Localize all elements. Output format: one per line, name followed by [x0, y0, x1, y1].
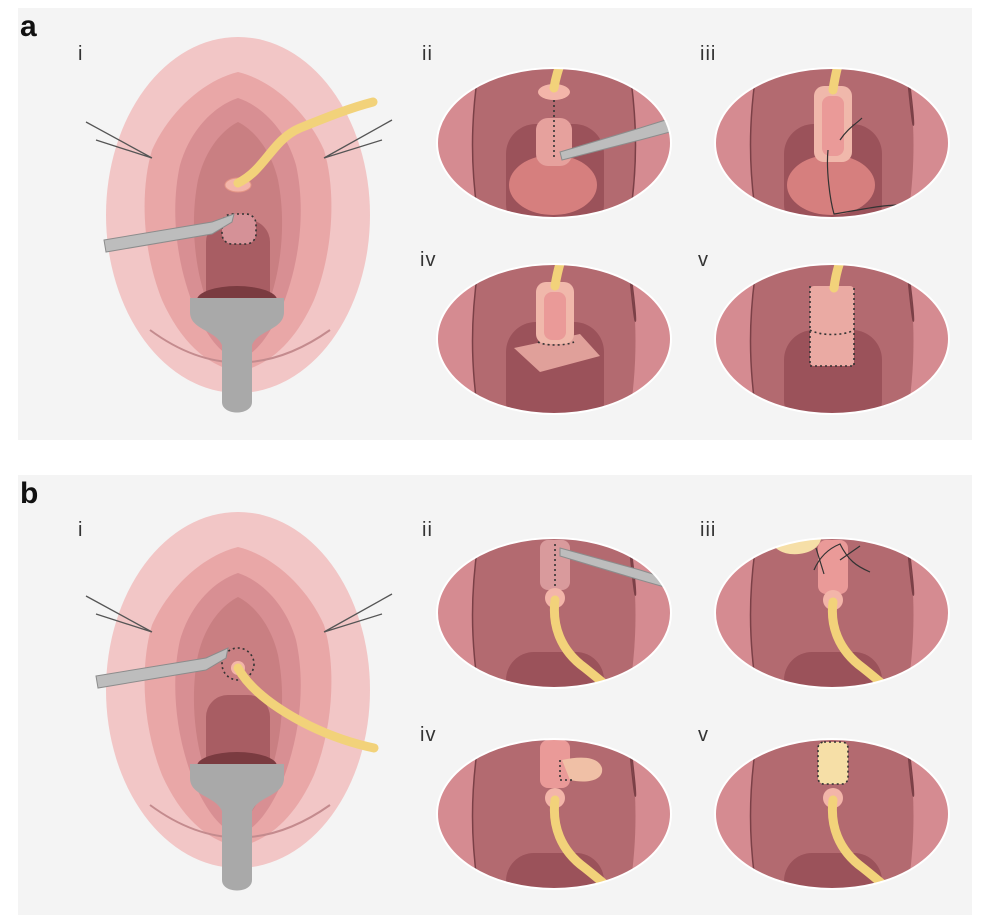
panel-b-letter: b	[20, 477, 38, 510]
panel-b-step-1-label: i	[78, 519, 83, 541]
panel-a-step-5-label: v	[698, 249, 709, 271]
panel-b-step-4-label: iv	[420, 724, 436, 746]
panel-a-step-2-label: ii	[422, 43, 433, 65]
panel-a-step-3-label: iii	[700, 43, 716, 65]
panel-a-step-4-label: iv	[420, 249, 436, 271]
panel-b-step-3-label: iii	[700, 519, 716, 541]
panel-b-step-5-label: v	[698, 724, 709, 746]
panel-a-step-1-label: i	[78, 43, 83, 65]
panel-a-letter: a	[20, 10, 37, 43]
panel-b-step-2-label: ii	[422, 519, 433, 541]
